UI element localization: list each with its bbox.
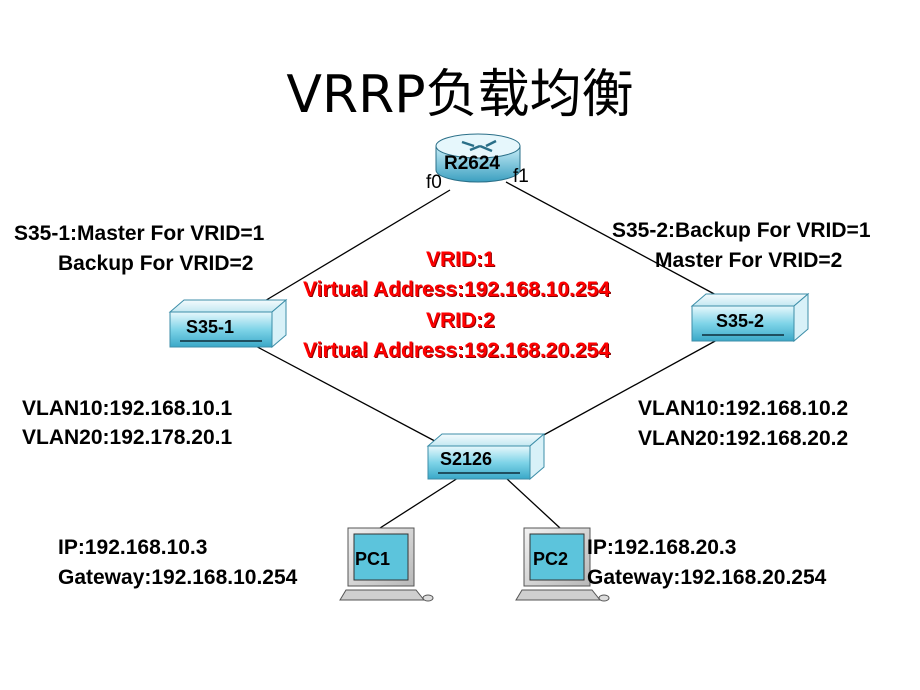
router-port-f0: f0 — [426, 172, 442, 193]
s35-2-vlan10: VLAN10:192.168.10.2 — [638, 397, 849, 420]
pc2-gateway: Gateway:192.168.20.254 — [587, 566, 827, 589]
link-router-s35-2 — [505, 181, 719, 297]
pc-icon-pc1[interactable] — [339, 527, 434, 602]
switch-icon-s35-1[interactable] — [168, 298, 288, 349]
switch-icon-s2126[interactable] — [426, 432, 546, 481]
s35-2-role-line2: Master For VRID=2 — [655, 249, 843, 272]
pc-label-pc2: PC2 — [533, 549, 569, 569]
vrid-1-label: VRID:1 — [426, 248, 495, 271]
pc2-ip: IP:192.168.20.3 — [587, 536, 737, 559]
s35-2-vlan20: VLAN20:192.168.20.2 — [638, 427, 849, 450]
link-router-s35-1 — [257, 189, 451, 306]
virtual-address-1: Virtual Address:192.168.10.254 — [303, 278, 611, 301]
s35-1-vlan10: VLAN10:192.168.10.1 — [22, 397, 233, 420]
pc-label-pc1: PC1 — [355, 549, 391, 569]
link-s35-2-s2126 — [519, 333, 729, 449]
links — [247, 181, 729, 529]
page-title: VRRP负载均衡 — [286, 65, 634, 125]
router-label: R2624 — [444, 153, 500, 174]
link-s2126-pc2 — [505, 477, 561, 529]
router-port-f1: f1 — [513, 166, 529, 187]
switch-label-s2126: S2126 — [440, 449, 493, 469]
virtual-address-2: Virtual Address:192.168.20.254 — [303, 339, 611, 362]
s35-1-vlan20: VLAN20:192.178.20.1 — [22, 426, 233, 449]
s35-2-role-line1: S35-2:Backup For VRID=1 — [612, 219, 871, 242]
pc1-gateway: Gateway:192.168.10.254 — [58, 566, 298, 589]
switch-icon-s35-2[interactable] — [690, 292, 810, 343]
s35-1-role-line2: Backup For VRID=2 — [58, 252, 254, 275]
switch-label-s35-2: S35-2 — [716, 311, 765, 331]
switch-label-s35-1: S35-1 — [186, 317, 235, 337]
link-s2126-pc1 — [379, 477, 459, 529]
s35-1-role-line1: S35-1:Master For VRID=1 — [14, 222, 265, 245]
router-icon[interactable] — [435, 133, 521, 183]
vrid-2-label: VRID:2 — [426, 309, 495, 332]
pc-icon-pc2[interactable] — [515, 527, 610, 602]
link-s35-1-s2126 — [247, 341, 449, 449]
pc1-ip: IP:192.168.10.3 — [58, 536, 208, 559]
